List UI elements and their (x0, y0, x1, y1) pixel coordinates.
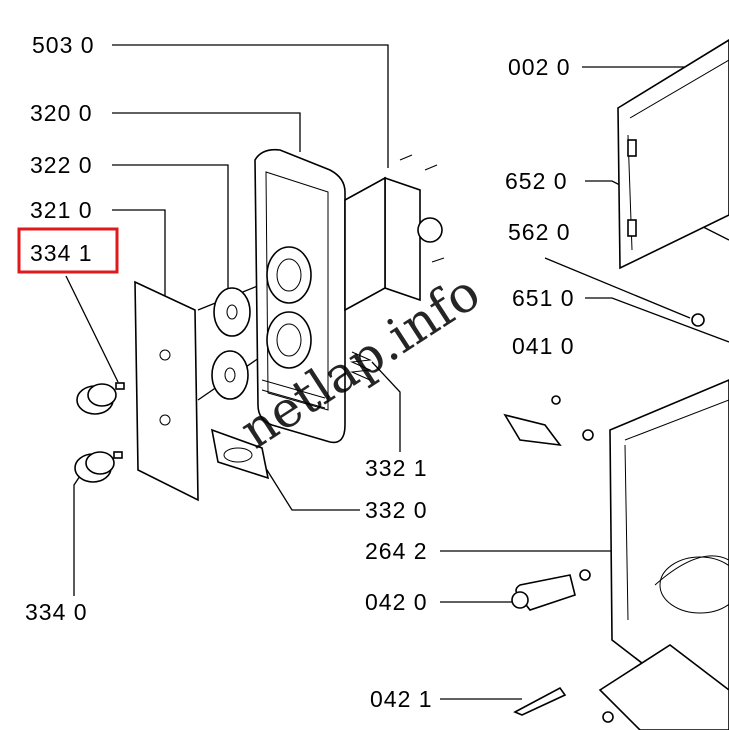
label-264-2: 264 2 (365, 538, 428, 564)
cover-plate-part (134, 280, 199, 502)
housing-part (503, 39, 729, 730)
timer-part (344, 154, 445, 312)
label-334-1: 334 1 (30, 240, 93, 266)
knob-parts (74, 382, 125, 483)
control-panel-part (254, 148, 346, 444)
label-562-0: 562 0 (508, 219, 571, 245)
label-332-0: 332 0 (365, 497, 428, 523)
label-334-0: 334 0 (25, 599, 88, 625)
highlight-box (17, 227, 119, 274)
label-503-0: 503 0 (32, 32, 95, 58)
label-041-0: 041 0 (512, 333, 575, 359)
label-042-0: 042 0 (365, 589, 428, 615)
label-002-0: 002 0 (508, 54, 571, 80)
disc-parts (211, 287, 251, 400)
label-320-0: 320 0 (30, 100, 93, 126)
label-042-1: 042 1 (370, 686, 433, 712)
label-322-0: 322 0 (30, 152, 93, 178)
switch-part (210, 351, 372, 480)
part-labels: 503 0 320 0 322 0 321 0 334 1 334 0 002 … (17, 32, 575, 712)
label-652-0: 652 0 (505, 168, 568, 194)
label-321-0: 321 0 (30, 197, 93, 223)
label-332-1: 332 1 (365, 455, 428, 481)
label-651-0: 651 0 (512, 285, 575, 311)
